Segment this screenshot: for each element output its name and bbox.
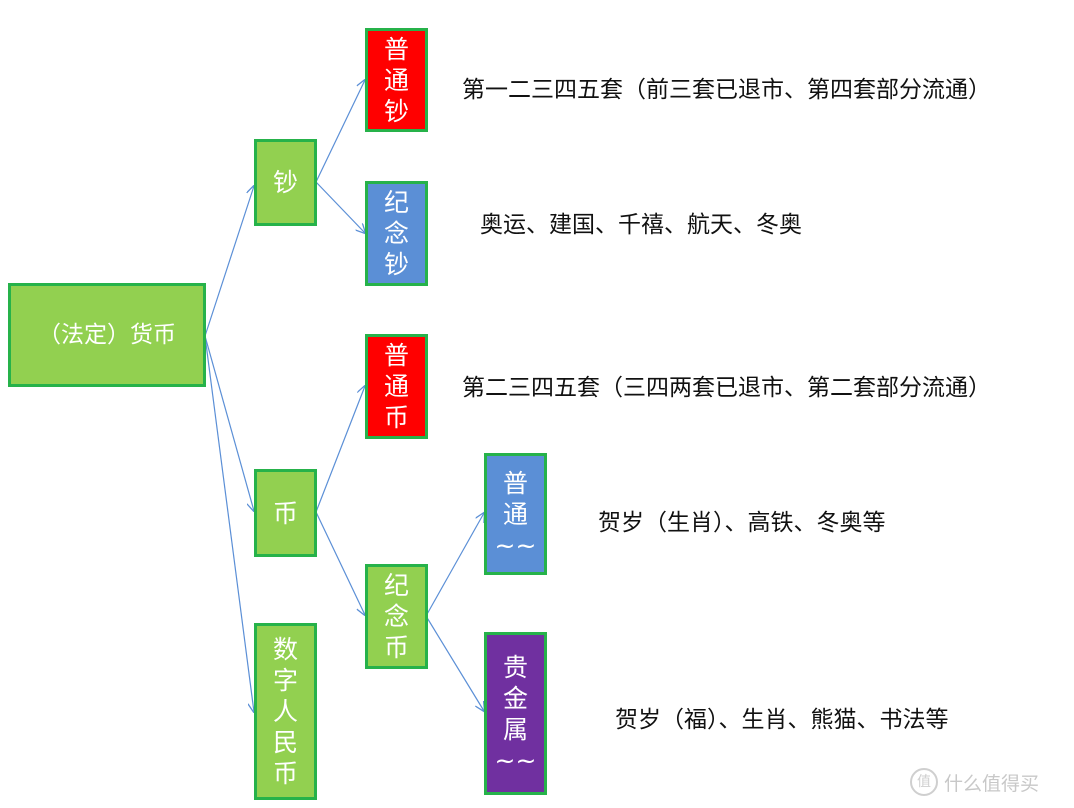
commemorative-coin-node: 纪 念 币 [365, 564, 428, 669]
digital-char: 字 [272, 666, 298, 695]
regular-commemorative-coin-desc: 贺岁（生肖）、高铁、冬奥等 [598, 510, 886, 536]
node-char: 普 [502, 468, 528, 498]
zhide-logo-icon: 值 [910, 768, 938, 796]
digital-char: 人 [272, 697, 298, 726]
digital-char: 币 [272, 759, 298, 788]
edge-root-digital [204, 335, 254, 712]
node-char: 念 [383, 219, 409, 248]
digital-rmb-node: 数 字 人 民 币 [254, 623, 317, 800]
root-node: （法定）货币 [8, 283, 206, 387]
edge-chao-regular [315, 80, 365, 183]
digital-char: 民 [272, 728, 298, 757]
chao-label: 钞 [272, 168, 298, 197]
digital-char: 数 [272, 635, 298, 664]
node-char: 普 [383, 341, 409, 370]
node-char: 念 [383, 602, 409, 631]
node-char: 纪 [383, 188, 409, 217]
edge-root-bi [204, 335, 254, 511]
node-char: 通 [383, 372, 409, 401]
node-char: 通 [383, 65, 409, 95]
node-char: 通 [502, 499, 528, 529]
node-char: 纪 [383, 571, 409, 600]
regular-coin-desc: 第二三四五套（三四两套已退市、第二套部分流通） [462, 375, 991, 401]
node-char: 普 [383, 34, 409, 64]
chao-node: 钞 [254, 139, 317, 226]
root-label: （法定）货币 [38, 321, 176, 348]
node-char: 属 [502, 714, 528, 744]
regular-coin-node: 普 通 币 [365, 334, 428, 439]
commemorative-banknote-node: 纪 念 钞 [365, 181, 428, 286]
precious-metal-coin-node: 贵 金 属 ~~ [484, 632, 547, 795]
regular-commemorative-coin-node: 普 通 ~~ [484, 453, 547, 575]
edge-root-chao [204, 186, 254, 337]
watermark-text: 什么值得买 [944, 772, 1040, 795]
bi-label: 币 [272, 498, 298, 528]
edge-chao-commemorative [315, 181, 365, 233]
node-char: 币 [383, 633, 409, 662]
bi-node: 币 [254, 469, 317, 557]
node-char: ~~ [494, 530, 537, 560]
edge-coin-regular [425, 513, 484, 617]
precious-metal-coin-desc: 贺岁（福）、生肖、熊猫、书法等 [615, 707, 949, 733]
edge-bi-regular [315, 386, 365, 513]
node-char: 钞 [383, 250, 409, 279]
node-char: 钞 [383, 96, 409, 126]
regular-banknote-desc: 第一二三四五套（前三套已退市、第四套部分流通） [462, 77, 991, 103]
node-char: 币 [383, 403, 409, 432]
node-char: 贵 [502, 652, 528, 682]
node-char: 金 [502, 683, 528, 713]
edge-coin-precious [425, 615, 484, 711]
node-char: ~~ [494, 745, 537, 775]
watermark: 值 什么值得买 [910, 768, 1039, 796]
commemorative-banknote-desc: 奥运、建国、千禧、航天、冬奥 [480, 212, 802, 238]
edge-bi-commemorative [315, 511, 365, 615]
regular-banknote-node: 普 通 钞 [365, 28, 428, 132]
